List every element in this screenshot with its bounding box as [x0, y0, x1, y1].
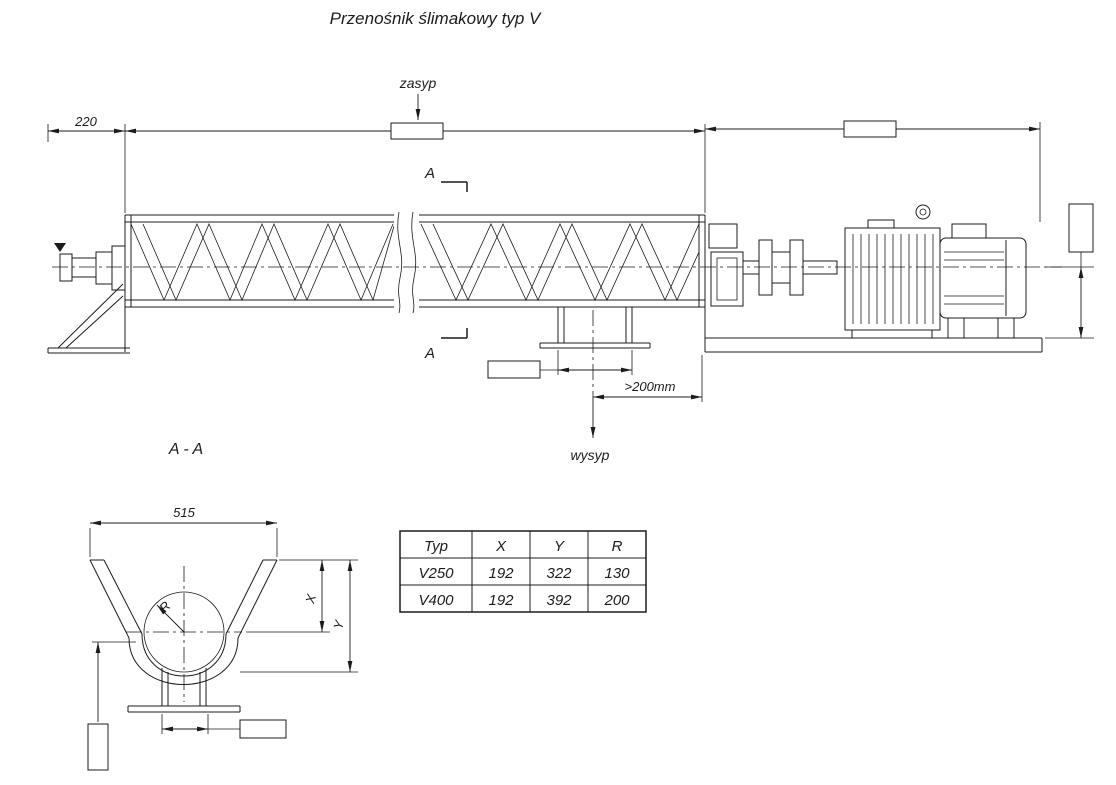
- section-view: A - A 515 R X: [87, 441, 358, 771]
- dim-placeholder-section-flange: [239, 719, 287, 739]
- x-dim-label: X: [302, 591, 319, 606]
- coupling-spacer: [771, 251, 791, 284]
- drive-feet: [851, 317, 1015, 339]
- cell-v250-x: 192: [488, 565, 514, 582]
- break-symbol: [394, 209, 419, 314]
- section-flange-dimension: [161, 714, 287, 739]
- motor-body: [939, 237, 1027, 319]
- screw-section-circle: R: [126, 566, 242, 702]
- dim-placeholder-section-height: [87, 723, 109, 771]
- dim-clearance: >200mm: [625, 379, 676, 394]
- lifting-eye: [915, 204, 931, 220]
- drawing-title: Przenośnik ślimakowy typ V: [330, 9, 542, 28]
- cell-v400-r: 200: [603, 592, 630, 609]
- left-end-bearing: [54, 243, 126, 291]
- outlet-callout: wysyp: [571, 310, 610, 463]
- top-dimensions: 220: [47, 114, 1041, 222]
- inlet-callout: zasyp: [399, 75, 437, 120]
- drive-base-frame: [705, 337, 1043, 353]
- cell-v400-y: 392: [546, 592, 572, 609]
- dim-220: 220: [74, 114, 97, 129]
- section-height-dimension: [87, 641, 136, 771]
- col-header-x: X: [495, 538, 507, 555]
- left-support-leg: [47, 283, 130, 354]
- marker-triangle: [54, 243, 66, 252]
- dim-placeholder-flange: [487, 360, 541, 379]
- gearbox-body: [844, 227, 941, 331]
- shaft-stub: [742, 260, 760, 275]
- coupling-flange-right: [789, 239, 804, 296]
- dim-placeholder-trough-length: [390, 122, 444, 140]
- section-xy-dimensions: X Y: [240, 559, 358, 673]
- section-mark-bottom: A: [424, 345, 435, 362]
- section-chute: [127, 668, 241, 713]
- section-mark-top: A: [424, 165, 435, 182]
- coupling-flange-left: [758, 239, 773, 296]
- screw-flights: [130, 222, 700, 302]
- outlet-label: wysyp: [571, 447, 610, 463]
- spec-table: Typ X Y R V250 192 322 130 V400 192 392 …: [399, 530, 647, 613]
- col-header-typ: Typ: [424, 538, 448, 555]
- gearbox-input-shaft: [802, 260, 838, 275]
- end-bearing-inner: [716, 257, 738, 301]
- right-height-dimension: [1045, 203, 1094, 339]
- lifting-eye-hole: [919, 208, 927, 216]
- motor-terminal-box: [951, 223, 987, 239]
- guard-box: [708, 223, 738, 249]
- end-bearing-block: [710, 251, 744, 307]
- section-cut-marks: A A: [424, 165, 468, 362]
- outlet-dimensions: >200mm: [487, 350, 703, 402]
- drive-unit: [708, 204, 1027, 339]
- section-view-title: A - A: [168, 441, 203, 458]
- cell-v400-typ: V400: [418, 592, 454, 609]
- col-header-r: R: [612, 538, 623, 555]
- col-header-y: Y: [554, 538, 565, 555]
- motor-fins: [944, 251, 1004, 305]
- trough-section: [89, 559, 278, 713]
- table-border: [399, 530, 647, 613]
- gearbox-fins: [852, 234, 934, 324]
- dim-515: 515: [173, 505, 195, 520]
- dim-placeholder-height: [1068, 203, 1094, 253]
- main-view: A A 220 zasyp: [47, 75, 1094, 463]
- cell-v250-r: 130: [604, 565, 630, 582]
- section-width-dimension: 515: [89, 505, 278, 557]
- cell-v250-typ: V250: [418, 565, 454, 582]
- cell-v250-y: 322: [546, 565, 572, 582]
- table-grid: [400, 531, 646, 612]
- outlet-chute: [539, 307, 651, 349]
- cell-v400-x: 192: [488, 592, 514, 609]
- gearbox-top-cap: [867, 219, 895, 229]
- inlet-label: zasyp: [399, 75, 437, 91]
- dim-placeholder-drive-length: [843, 120, 897, 138]
- y-dim-label: Y: [330, 617, 347, 631]
